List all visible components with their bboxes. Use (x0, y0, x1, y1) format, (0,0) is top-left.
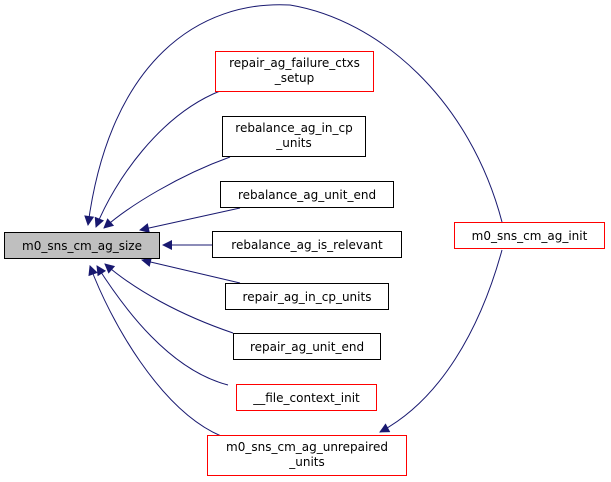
node-label: _units (275, 136, 312, 150)
edge-repair_ag_unit_end-to-size (104, 263, 234, 334)
edge-repair_ag_failure_ctxs_setup-to-size (94, 90, 221, 228)
node-m0_sns_cm_ag_init[interactable]: m0_sns_cm_ag_init (454, 222, 605, 249)
node-label: rebalance_ag_unit_end (238, 188, 376, 202)
node-label: repair_ag_in_cp_units (243, 290, 372, 304)
node-repair_ag_in_cp_units[interactable]: repair_ag_in_cp_units (225, 283, 389, 310)
node-rebalance_ag_is_relevant[interactable]: rebalance_ag_is_relevant (212, 231, 402, 258)
node-label: _units (288, 455, 325, 469)
node-label: __file_context_init (252, 391, 360, 405)
edge-repair_ag_in_cp_units-to-size (141, 257, 241, 284)
node-rebalance_ag_unit_end[interactable]: rebalance_ag_unit_end (220, 181, 394, 208)
node-rebalance_ag_in_cp_units[interactable]: rebalance_ag_in_cp _units (222, 116, 366, 157)
edge-m0_sns_cm_ag_init-to-unrepaired_units (379, 249, 503, 433)
edge-rebalance_ag_unit_end-to-size (139, 207, 241, 233)
node-label: _setup (274, 71, 315, 85)
node-label: rebalance_ag_in_cp (235, 121, 352, 135)
node-label: rebalance_ag_is_relevant (231, 238, 383, 252)
edge-rebalance_ag_in_cp_units-to-size (103, 156, 231, 229)
node-label: repair_ag_failure_ctxs (229, 56, 360, 70)
node-repair_ag_unit_end[interactable]: repair_ag_unit_end (233, 333, 381, 360)
node-repair_ag_failure_ctxs_setup[interactable]: repair_ag_failure_ctxs _setup (215, 51, 374, 92)
node-label: repair_ag_unit_end (250, 340, 364, 354)
node-label: m0_sns_cm_ag_init (472, 229, 588, 243)
edge-m0_sns_cm_ag_init-to-size (84, 4, 503, 226)
edge-unrepaired_units-to-size (88, 265, 222, 437)
node-m0_sns_cm_ag_unrepaired_units[interactable]: m0_sns_cm_ag_unrepaired _units (207, 435, 407, 476)
node-label: m0_sns_cm_ag_unrepaired (226, 440, 388, 454)
node-m0_sns_cm_ag_size[interactable]: m0_sns_cm_ag_size (4, 232, 160, 259)
edge-__file_context_init-to-size (96, 265, 229, 386)
node-__file_context_init[interactable]: __file_context_init (236, 384, 377, 411)
node-label: m0_sns_cm_ag_size (22, 239, 142, 253)
